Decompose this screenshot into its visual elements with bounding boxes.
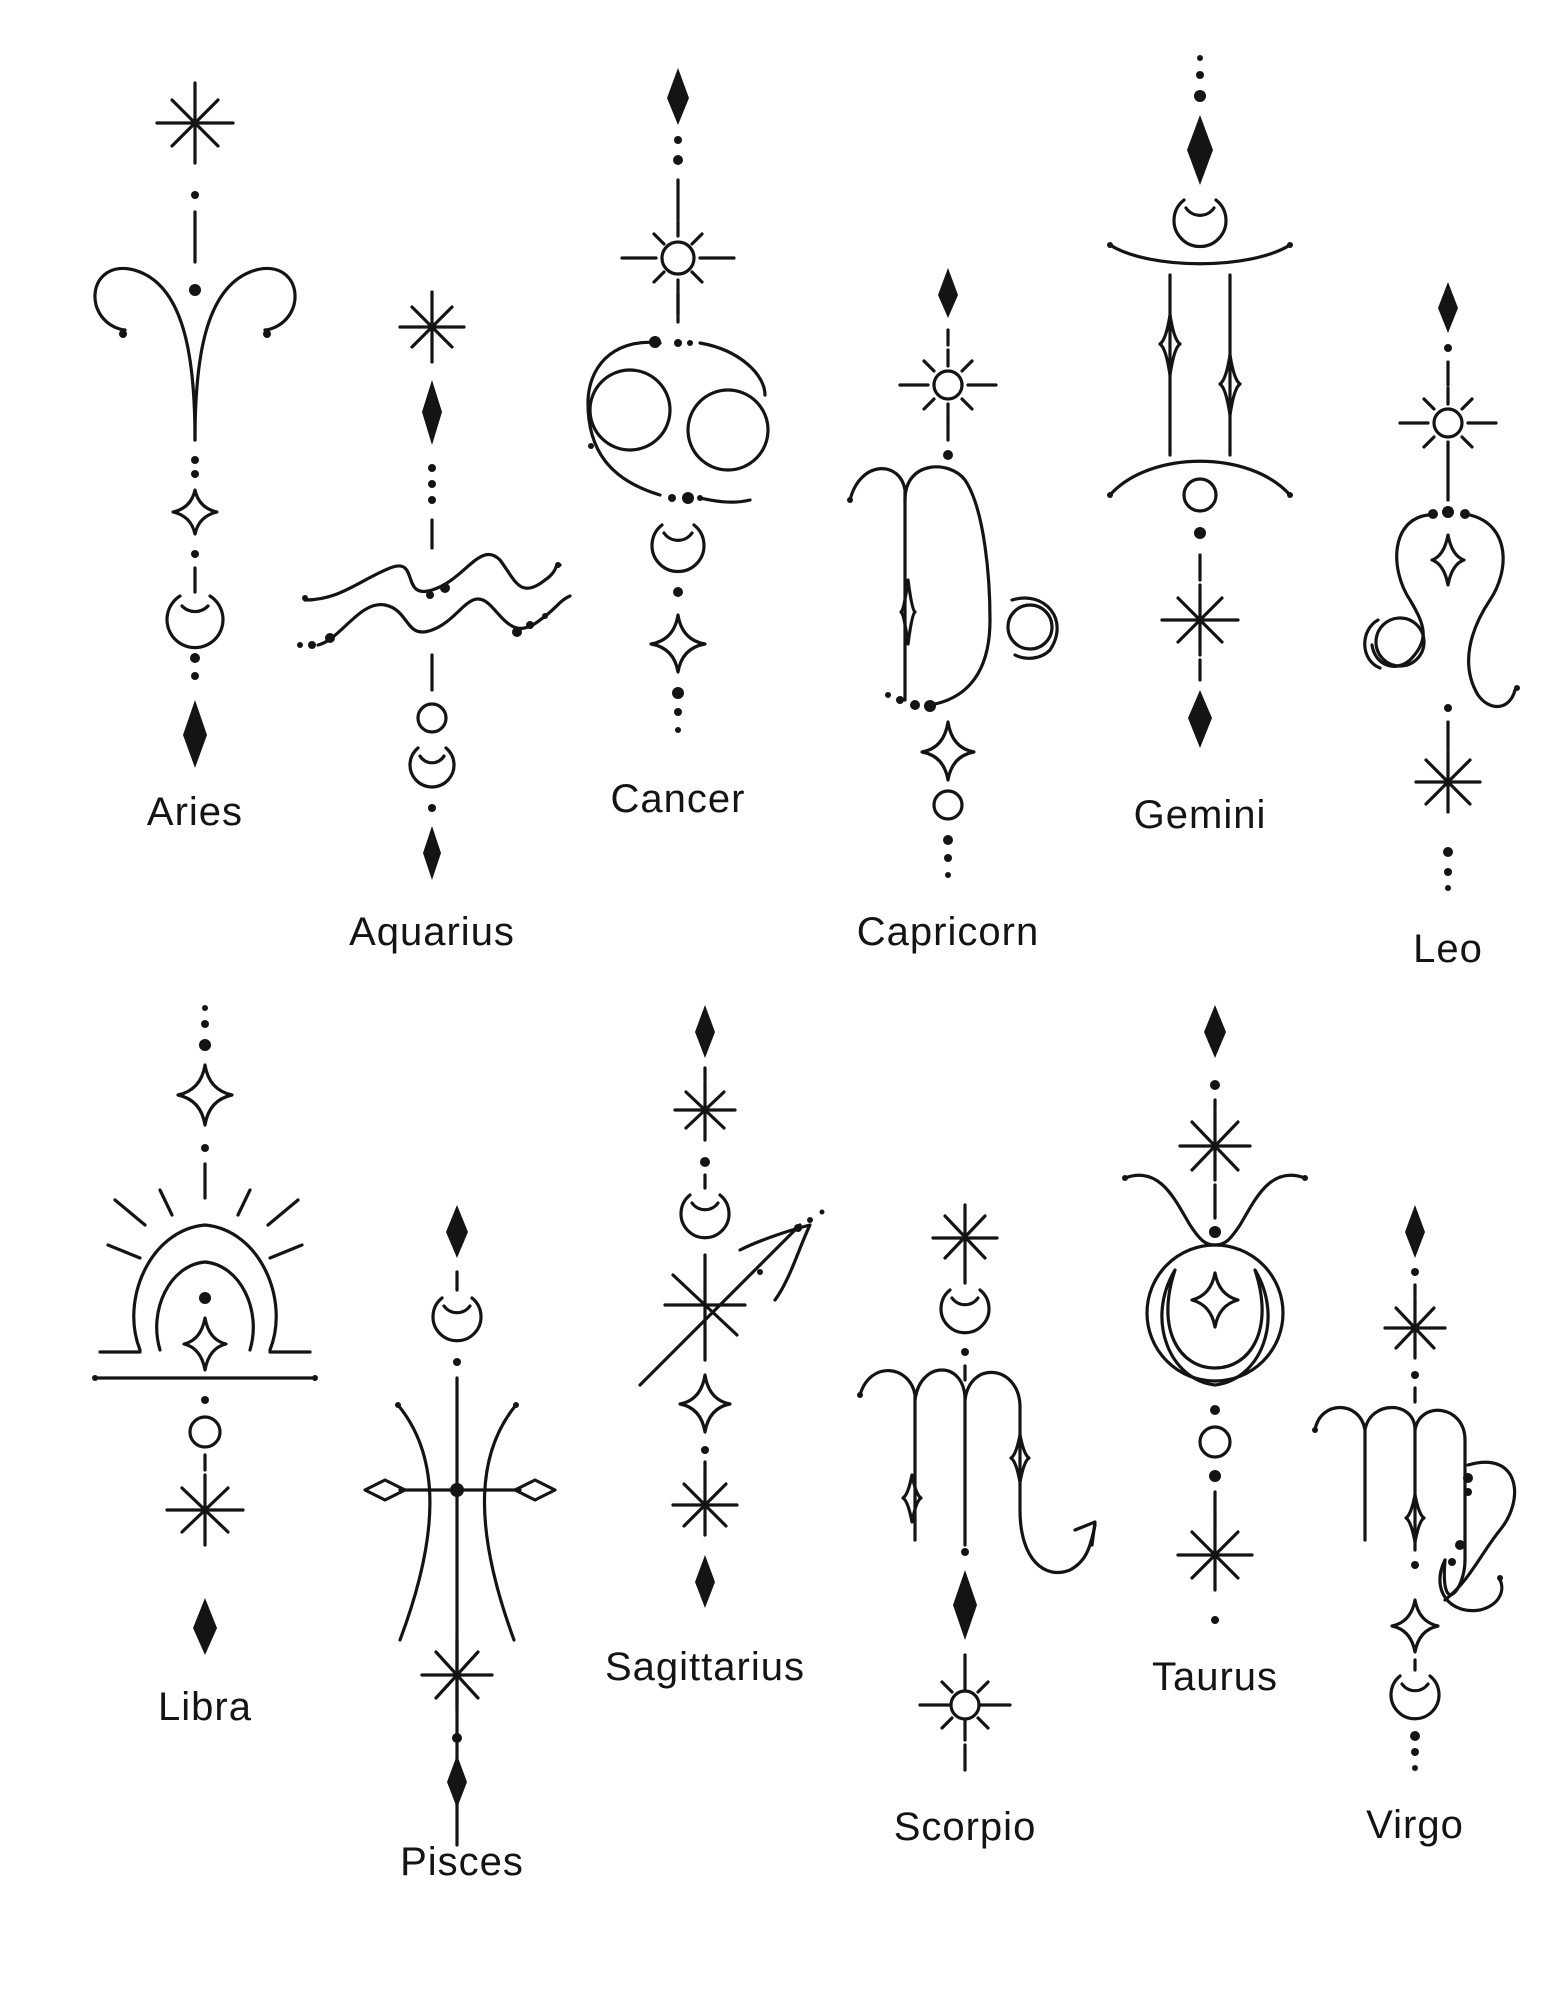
sparkle-icon (1160, 583, 1240, 657)
diamond-icon (422, 380, 442, 445)
sagittarius-glyph-icon (638, 1209, 825, 1387)
sparkle-icon (1176, 1518, 1254, 1592)
aries-horns-icon (93, 266, 197, 442)
diamond-icon (446, 1205, 468, 1258)
diamond-icon (938, 268, 958, 318)
leo-design: Leo (1363, 282, 1520, 971)
cancer-design: Cancer (586, 68, 770, 821)
crescent-moon-icon (165, 594, 225, 650)
sparkle-icon (1414, 750, 1482, 814)
sun-icon (898, 348, 998, 422)
diamond-icon (953, 1570, 977, 1640)
sign-label-taurus: Taurus (1152, 1655, 1278, 1699)
crescent-moon-icon (939, 1288, 991, 1335)
taurus-design: Taurus (1122, 1005, 1308, 1699)
crescent-moon-icon (431, 1296, 483, 1343)
diamond-icon (193, 1598, 217, 1655)
cancer-glyph-icon (586, 336, 770, 504)
four-point-star-icon (920, 720, 976, 782)
circle-icon (416, 702, 448, 734)
sign-label-libra: Libra (158, 1685, 252, 1729)
four-point-star-icon (176, 1063, 234, 1127)
libra-design: Libra (92, 1005, 318, 1729)
sparkle-icon (673, 1080, 737, 1142)
sign-label-capricorn: Capricorn (857, 910, 1039, 954)
sign-label-aries: Aries (147, 790, 243, 834)
sign-label-pisces: Pisces (400, 1840, 524, 1884)
sparkle-icon (398, 290, 466, 364)
sparkle-icon (671, 1473, 739, 1537)
taurus-glyph-icon (1122, 1173, 1308, 1387)
sparkle-icon (155, 81, 235, 165)
circle-icon (188, 1415, 222, 1449)
sign-label-sagittarius: Sagittarius (605, 1645, 805, 1689)
four-point-star-icon (1390, 1598, 1440, 1654)
sign-label-leo: Leo (1413, 927, 1483, 971)
four-point-star-icon (171, 488, 219, 536)
circle-icon (1198, 1425, 1232, 1459)
sparkle-icon (1383, 1296, 1447, 1360)
capricorn-glyph-icon (847, 465, 1059, 712)
virgo-design: Virgo (1312, 1205, 1516, 1847)
scorpio-glyph-icon (857, 1368, 1097, 1575)
crescent-moon-icon (679, 1193, 731, 1240)
crescent-moon-icon (1172, 198, 1228, 249)
scorpio-design: Scorpio (857, 1203, 1097, 1849)
diamond-icon (183, 700, 207, 768)
sign-label-scorpio: Scorpio (894, 1805, 1037, 1849)
sign-label-aquarius: Aquarius (349, 910, 515, 954)
diamond-icon (1187, 115, 1213, 185)
aries-design: Aries (93, 81, 297, 834)
virgo-glyph-icon (1312, 1406, 1516, 1613)
diamond-icon (1405, 1205, 1425, 1258)
gemini-glyph-icon (1107, 242, 1293, 498)
pisces-design: Pisces (363, 1205, 557, 1884)
diamond-icon (447, 1755, 467, 1808)
sun-icon (1398, 386, 1498, 472)
diamond-icon (1438, 282, 1458, 333)
diamond-icon (667, 68, 689, 125)
circle-icon (1182, 477, 1218, 513)
aquarius-waves-icon (303, 552, 562, 602)
capricorn-design: Capricorn (847, 268, 1059, 954)
diamond-icon (1204, 1005, 1226, 1058)
sagittarius-design: Sagittarius (605, 1005, 825, 1689)
sign-label-cancer: Cancer (611, 777, 746, 821)
sign-label-virgo: Virgo (1366, 1803, 1464, 1847)
sparkle-icon (931, 1203, 999, 1272)
crescent-moon-icon (650, 523, 706, 574)
sparkle-icon (1178, 1110, 1252, 1182)
crescent-moon-icon (1389, 1674, 1441, 1721)
sparkle-icon (165, 1473, 245, 1547)
diamond-icon (695, 1555, 715, 1608)
four-point-star-icon (678, 1373, 732, 1434)
sign-label-gemini: Gemini (1134, 793, 1267, 837)
circle-icon (932, 789, 964, 821)
gemini-design: Gemini (1107, 55, 1293, 837)
diamond-icon (695, 1005, 715, 1058)
crescent-moon-icon (408, 746, 456, 789)
aquarius-design: Aquarius (297, 290, 572, 954)
sparkle-icon (420, 1638, 494, 1712)
diamond-icon (423, 826, 441, 880)
four-point-star-icon (649, 613, 707, 674)
diamond-icon (1188, 690, 1212, 748)
leo-glyph-icon (1363, 506, 1520, 708)
sun-icon (918, 1668, 1012, 1742)
libra-glyph-icon (92, 1188, 318, 1381)
